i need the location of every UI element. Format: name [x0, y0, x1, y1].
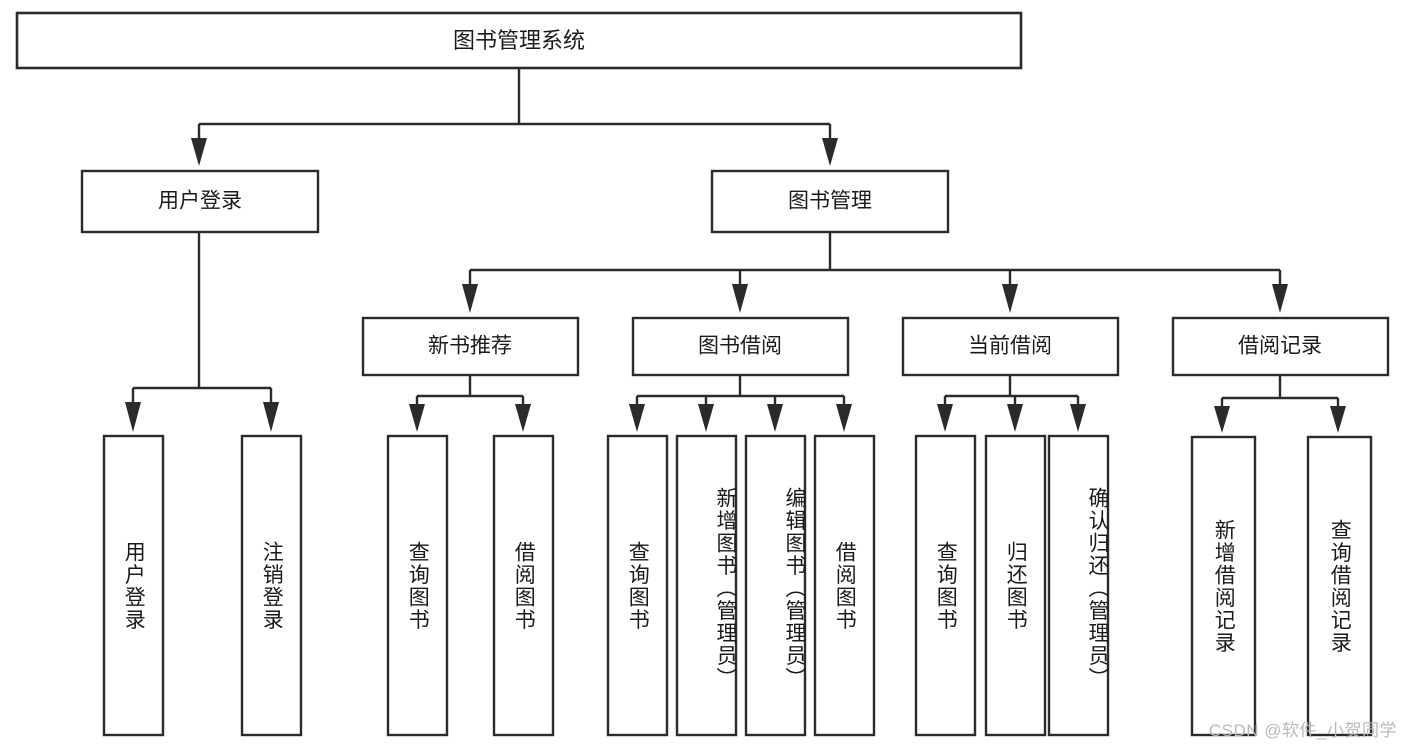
leaf-edit-book-box[interactable] — [744, 434, 807, 737]
arrow-head-leaf-query-book-1 — [409, 404, 425, 432]
node-new-book-recommend-box[interactable] — [361, 316, 580, 377]
arrow-head-leaf-query-book-2 — [629, 404, 645, 432]
leaf-query-record-box[interactable] — [1306, 435, 1373, 737]
node-book-borrow-label: 图书借阅 — [698, 335, 782, 358]
arrow-head-leaf-borrow-book-2 — [836, 404, 852, 432]
leaf-boxes-current-borrow — [914, 434, 1110, 737]
leaf-boxes-user-login — [102, 434, 303, 737]
node-user-login-label: 用户登录 — [158, 190, 242, 213]
node-book-borrow-box[interactable] — [631, 316, 850, 377]
arrow-head-leaf-borrow-book-1 — [515, 404, 531, 432]
node-book-borrow[interactable]: 图书借阅 — [631, 316, 850, 377]
node-current-borrow-box[interactable] — [901, 316, 1120, 377]
leaf-borrow-book-1-box[interactable] — [492, 434, 555, 737]
leaf-boxes-borrow-record — [1190, 435, 1373, 737]
node-user-login[interactable]: 用户登录 — [80, 169, 320, 234]
arrow-head-leaf-query-book-3 — [937, 404, 953, 432]
leaf-boxes-book-borrow — [606, 434, 876, 737]
node-current-borrow[interactable]: 当前借阅 — [901, 316, 1120, 377]
leaf-boxes-new-book-recommend — [386, 434, 555, 737]
leaf-query-book-1-box[interactable] — [386, 434, 449, 737]
leaf-query-book-3-box[interactable] — [914, 434, 977, 737]
arrow-head-leaf-query-record — [1330, 406, 1346, 433]
arrow-head-leaf-add-record — [1214, 406, 1230, 433]
leaf-user-logout-box[interactable] — [240, 434, 303, 737]
connector-group-root — [191, 68, 838, 166]
connector-group-book-borrow — [629, 375, 852, 432]
node-borrow-record[interactable]: 借阅记录 — [1171, 316, 1390, 377]
leaf-user-login-box[interactable] — [102, 434, 165, 737]
node-book-management[interactable]: 图书管理 — [710, 169, 950, 234]
leaf-query-book-2-box[interactable] — [606, 434, 669, 737]
node-user-login-box[interactable] — [80, 169, 320, 234]
node-root-label: 图书管理系统 — [453, 28, 585, 53]
node-borrow-record-label: 借阅记录 — [1238, 335, 1322, 358]
arrow-head-book-borrow — [732, 284, 748, 313]
arrow-head-leaf-edit-book — [767, 404, 783, 432]
arrow-head-new-book-recommend — [462, 284, 478, 313]
node-root-box[interactable] — [15, 11, 1023, 70]
leaf-add-book-box[interactable] — [675, 434, 738, 737]
arrow-head-borrow-record — [1272, 284, 1288, 313]
arrow-head-user-login — [191, 138, 207, 166]
arrow-head-leaf-add-book — [698, 404, 714, 432]
leaf-return-book-box[interactable] — [984, 434, 1047, 737]
arrow-head-leaf-return-book — [1007, 404, 1023, 432]
connector-group-user-login — [125, 232, 279, 432]
leaf-add-record-box[interactable] — [1190, 435, 1257, 737]
connector-group-book-management — [462, 232, 1288, 313]
node-book-management-label: 图书管理 — [788, 190, 872, 213]
node-current-borrow-label: 当前借阅 — [968, 335, 1052, 358]
node-borrow-record-box[interactable] — [1171, 316, 1390, 377]
leaf-borrow-book-2-box[interactable] — [813, 434, 876, 737]
connector-group-new-book-recommend — [409, 375, 531, 432]
arrow-head-leaf-user-logout — [263, 402, 279, 432]
node-root[interactable]: 图书管理系统 — [15, 11, 1023, 70]
watermark-text: CSDN @软件_小贺同学 — [1208, 721, 1397, 740]
arrow-head-leaf-user-login — [125, 402, 141, 432]
leaf-confirm-return-box[interactable] — [1047, 434, 1110, 737]
node-new-book-recommend[interactable]: 新书推荐 — [361, 316, 580, 377]
node-book-management-box[interactable] — [710, 169, 950, 234]
connector-group-borrow-record — [1214, 375, 1346, 433]
arrow-head-book-management — [822, 138, 838, 166]
node-new-book-recommend-label: 新书推荐 — [428, 335, 512, 358]
connector-group-current-borrow — [937, 375, 1086, 432]
arrow-head-current-borrow — [1002, 284, 1018, 313]
arrow-head-leaf-confirm-return — [1070, 404, 1086, 432]
